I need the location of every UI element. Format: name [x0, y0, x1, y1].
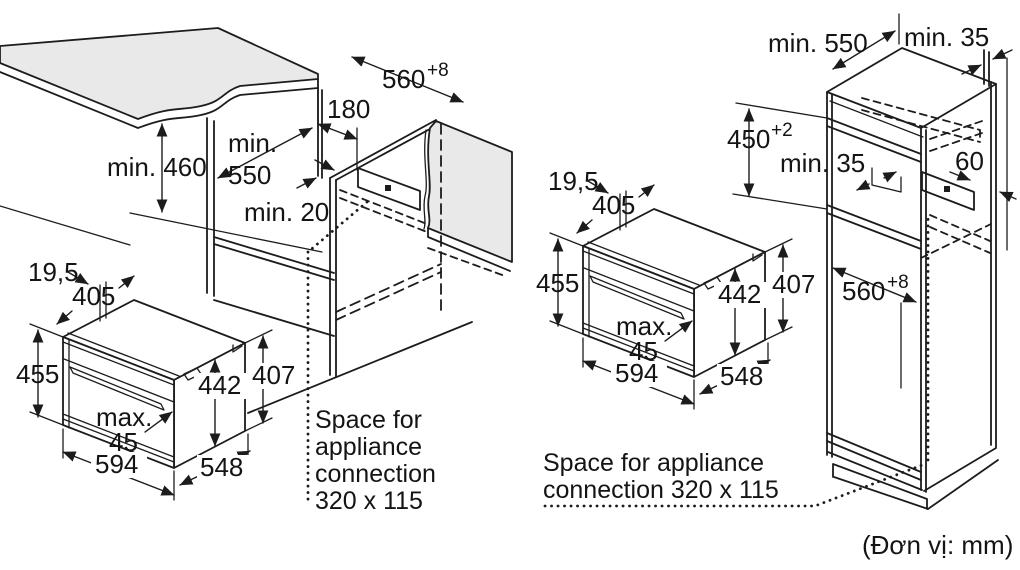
left-connection-note: Space for appliance connection 320 x 115	[315, 406, 436, 515]
dim-min-460: min. 460	[107, 152, 207, 182]
dim-min-20: min. 20	[244, 197, 329, 227]
dim-560-tolerance: +8	[427, 60, 449, 81]
right-dimensions	[732, 13, 1017, 303]
left-dimensions	[156, 56, 464, 213]
note-line-2: appliance	[315, 433, 422, 461]
note-line-2: connection 320 x 115	[543, 476, 779, 504]
dim-60: 60	[955, 146, 984, 176]
dim-19-5: 19,5	[28, 257, 79, 287]
left-dimension-labels: min. 460 min. 550 180 560 +8 min. 20	[107, 60, 449, 227]
connection-leader-dotted-left	[306, 200, 369, 502]
note-line-4: 320 x 115	[315, 487, 423, 515]
dim-442: 442	[198, 370, 241, 400]
note-line-1: Space for	[315, 406, 422, 434]
connection-leader-dotted-right	[543, 213, 930, 508]
left-diagram-undercounter: min. 460 min. 550 180 560 +8 min. 20 Spa…	[0, 27, 513, 515]
dim-min-550-right: min. 550	[768, 28, 868, 58]
oven-left: 455 442 407 max. 45 594 548 19,5 405	[16, 257, 301, 501]
dim-548: 548	[200, 452, 243, 482]
dim-min-35-top: min. 35	[904, 22, 989, 52]
note-line-1: Space for appliance	[543, 449, 764, 477]
cabinet-hidden-edges	[861, 97, 992, 259]
oven-dimension-labels: 455 442 407 max. 45 594 548 19,5 405	[16, 257, 301, 482]
dim-455: 455	[16, 359, 59, 389]
dim-405: 405	[72, 281, 115, 311]
dim-560-right-tolerance: +8	[887, 272, 909, 293]
note-line-3: connection	[315, 460, 436, 488]
niche-panel	[329, 119, 442, 378]
unit-note: (Đơn vị: mm)	[862, 530, 1013, 560]
right-connection-note: Space for appliance connection 320 x 115	[543, 449, 779, 504]
oven-handle	[69, 366, 165, 411]
dim-450: 450	[727, 124, 770, 154]
dim-560-right: 560	[842, 276, 885, 306]
vent-hatch-left	[357, 167, 421, 211]
dim-594: 594	[95, 449, 138, 479]
worktop-right-piece	[423, 120, 513, 277]
right-diagram-tall-cabinet: min. 550 min. 35 450 +2 min. 35 60 560 +…	[543, 13, 1017, 510]
dim-407: 407	[252, 360, 295, 390]
dim-min-550-line1: min.	[228, 128, 277, 158]
dim-min-550-line2: 550	[228, 160, 271, 190]
oven-right	[536, 166, 821, 409]
dim-450-tolerance: +2	[771, 120, 793, 141]
niche-hidden-edges	[335, 189, 442, 321]
vent-hatch-right	[921, 171, 975, 211]
dim-min-35-back: min. 35	[780, 148, 865, 178]
dim-max-45-line1: max.	[96, 402, 152, 432]
worktop	[0, 27, 319, 129]
dim-180: 180	[327, 94, 370, 124]
dim-560: 560	[382, 64, 425, 94]
right-dimension-labels: min. 550 min. 35 450 +2 min. 35 60 560 +…	[727, 22, 989, 306]
